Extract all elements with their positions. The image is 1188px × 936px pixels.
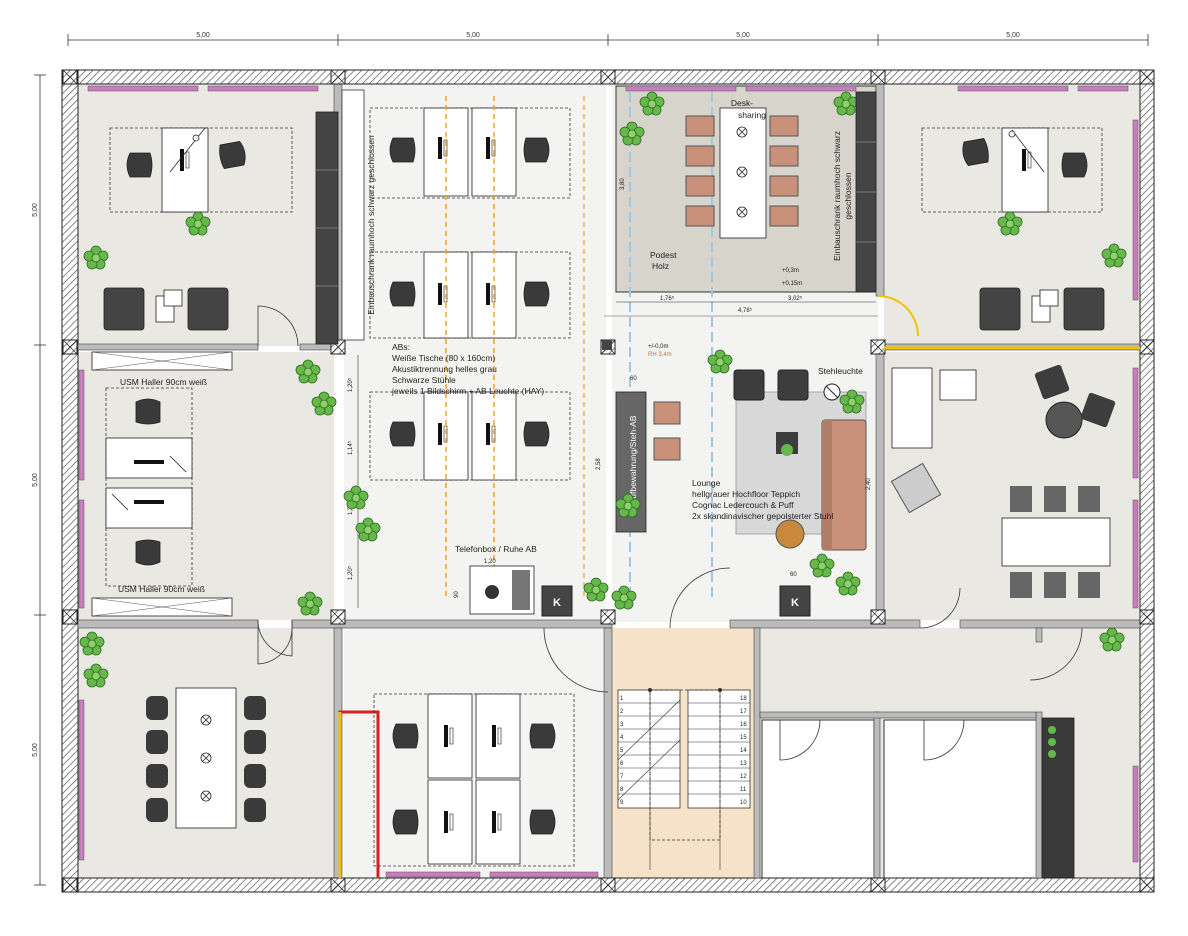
- svg-text:1: 1: [620, 696, 624, 702]
- svg-text:14: 14: [740, 748, 747, 754]
- abs-line-1: Weiße Tische (80 x 160cm): [392, 353, 495, 363]
- svg-text:17: 17: [740, 709, 747, 715]
- lounge-label-1: Lounge: [692, 478, 721, 488]
- cabinet-right: Einbauschrank raumhoch schwarz geschloss…: [832, 91, 919, 337]
- svg-text:+/-0,0m: +/-0,0m: [648, 344, 669, 350]
- aufbewahrung-label: Aufbewahrung/Steh-AB: [628, 415, 638, 504]
- office-top-left: [83, 127, 299, 347]
- workstations-top: [369, 96, 585, 600]
- svg-text:5: 5: [620, 748, 624, 754]
- meeting-room-bottom-left: [79, 627, 293, 829]
- dim-top-1: 5,00: [196, 32, 210, 39]
- svg-text:10: 10: [740, 800, 747, 806]
- svg-text:7: 7: [620, 774, 624, 780]
- cabinet-right-label-2: geschlossen: [843, 172, 853, 220]
- dim-left-2: 5,00: [32, 473, 39, 487]
- bottom-right-rooms: [779, 627, 1075, 879]
- desk-sharing-label-1: Desk-: [731, 98, 753, 108]
- svg-text:6: 6: [620, 761, 624, 767]
- telefonbox: Telefonbox / Ruhe AB 1,20 90 K: [454, 544, 637, 617]
- lounge-label-3: Cognac Ledercouch & Puff: [692, 500, 794, 510]
- svg-text:9: 9: [620, 800, 624, 806]
- svg-text:2,58: 2,58: [596, 458, 602, 470]
- svg-text:RH 3,4m: RH 3,4m: [648, 352, 672, 358]
- cabinet-left-label: Einbauschrank raumhoch schwarz geschloss…: [366, 135, 376, 315]
- desk-sharing: Desk- sharing Podest Holz +0,3m +0,15m 1…: [604, 91, 878, 600]
- lounge-label-2: hellgrauer Hochfloor Teppich: [692, 489, 800, 499]
- svg-text:1,20⁵: 1,20⁵: [347, 377, 354, 392]
- svg-text:15: 15: [740, 735, 747, 741]
- svg-text:8: 8: [620, 787, 624, 793]
- svg-text:60: 60: [630, 376, 637, 382]
- stairs: [543, 567, 1083, 870]
- kitchen-marker: [779, 585, 811, 617]
- stair-steps-right: 18 17 16 15 14 13 12 11 10: [688, 696, 750, 806]
- dimension-top: 5,00 5,00 5,00 5,00: [67, 32, 1149, 46]
- dim-left-1: 5,00: [32, 203, 39, 217]
- door-arcs: [257, 485, 381, 657]
- podest-height-1: +0,3m: [782, 268, 799, 274]
- svg-text:1,20⁵: 1,20⁵: [347, 565, 354, 580]
- usm-room: USM Haller 90cm weiß USM Haller 90cm wei…: [91, 351, 337, 617]
- svg-text:2: 2: [620, 709, 624, 715]
- abs-line-4: jeweils 1 Bildschirm + AB Leuchte (HAY): [391, 386, 544, 396]
- svg-text:1,20: 1,20: [484, 559, 496, 565]
- svg-text:1,14⁵: 1,14⁵: [347, 440, 354, 455]
- usm-bottom-label: USM Haller 90cm weiß: [118, 584, 205, 594]
- stehleuchte-label: Stehleuchte: [818, 366, 863, 376]
- workstations-bottom: [338, 693, 575, 878]
- dim-top-3: 5,00: [736, 32, 750, 39]
- office-chair-icon: [126, 152, 153, 178]
- svg-text:4,78⁵: 4,78⁵: [738, 307, 753, 314]
- dim-left-3: 5,00: [32, 743, 39, 757]
- abs-line-3: Schwarze Stühle: [392, 375, 456, 385]
- svg-text:60: 60: [790, 572, 797, 578]
- svg-text:18: 18: [740, 696, 747, 702]
- svg-text:13: 13: [740, 761, 747, 767]
- cabinet-left: Einbauschrank raumhoch schwarz geschloss…: [315, 89, 376, 345]
- svg-text:3,80: 3,80: [620, 178, 626, 190]
- telefonbox-label: Telefonbox / Ruhe AB: [455, 544, 537, 554]
- usm-top-label: USM Haller 90cm weiß: [120, 377, 207, 387]
- lounge: Stehleuchte Lounge hellgrauer Hochfloor …: [692, 366, 872, 617]
- desk-sharing-label-2: sharing: [738, 110, 766, 120]
- svg-text:2,40: 2,40: [866, 478, 872, 490]
- svg-text:3: 3: [620, 722, 624, 728]
- office-top-right: [921, 127, 1127, 331]
- svg-text:12: 12: [740, 774, 747, 780]
- svg-text:K: K: [553, 597, 561, 609]
- podest-label-1: Podest: [650, 250, 677, 260]
- abs-annotation: ABs: Weiße Tische (80 x 160cm) Akustiktr…: [391, 342, 544, 396]
- kitchen-marker: [541, 585, 573, 617]
- podest-height-2: +0,15m: [782, 281, 802, 287]
- meeting-room-right: [890, 364, 1125, 652]
- svg-text:11: 11: [740, 787, 747, 793]
- svg-text:K: K: [791, 597, 799, 609]
- dim-top-4: 5,00: [1006, 32, 1020, 39]
- cabinet-right-label-1: Einbauschrank raumhoch schwarz: [832, 131, 842, 261]
- svg-text:4: 4: [620, 735, 624, 741]
- dimension-left: 5,00 5,00 5,00: [32, 74, 46, 886]
- abs-title: ABs:: [392, 342, 410, 352]
- lounge-label-4: 2x skandinavischer gepolsterter Stuhl: [692, 511, 833, 521]
- svg-text:3,02⁵: 3,02⁵: [788, 295, 803, 302]
- svg-text:90: 90: [454, 591, 460, 598]
- svg-text:16: 16: [740, 722, 747, 728]
- dim-top-2: 5,00: [466, 32, 480, 39]
- office-chair-icon: [217, 140, 248, 170]
- podest-label-2: Holz: [652, 261, 669, 271]
- aufbewahrung: Aufbewahrung/Steh-AB 60 2,58 +/-0,0m RH …: [596, 340, 733, 533]
- stair-steps-left: 1 2 3 4 5 6 7 8 9: [618, 696, 680, 806]
- svg-text:1,76⁵: 1,76⁵: [660, 295, 675, 302]
- abs-line-2: Akustiktrennung helles grau: [392, 364, 497, 374]
- acoustic-panels: [78, 85, 1139, 878]
